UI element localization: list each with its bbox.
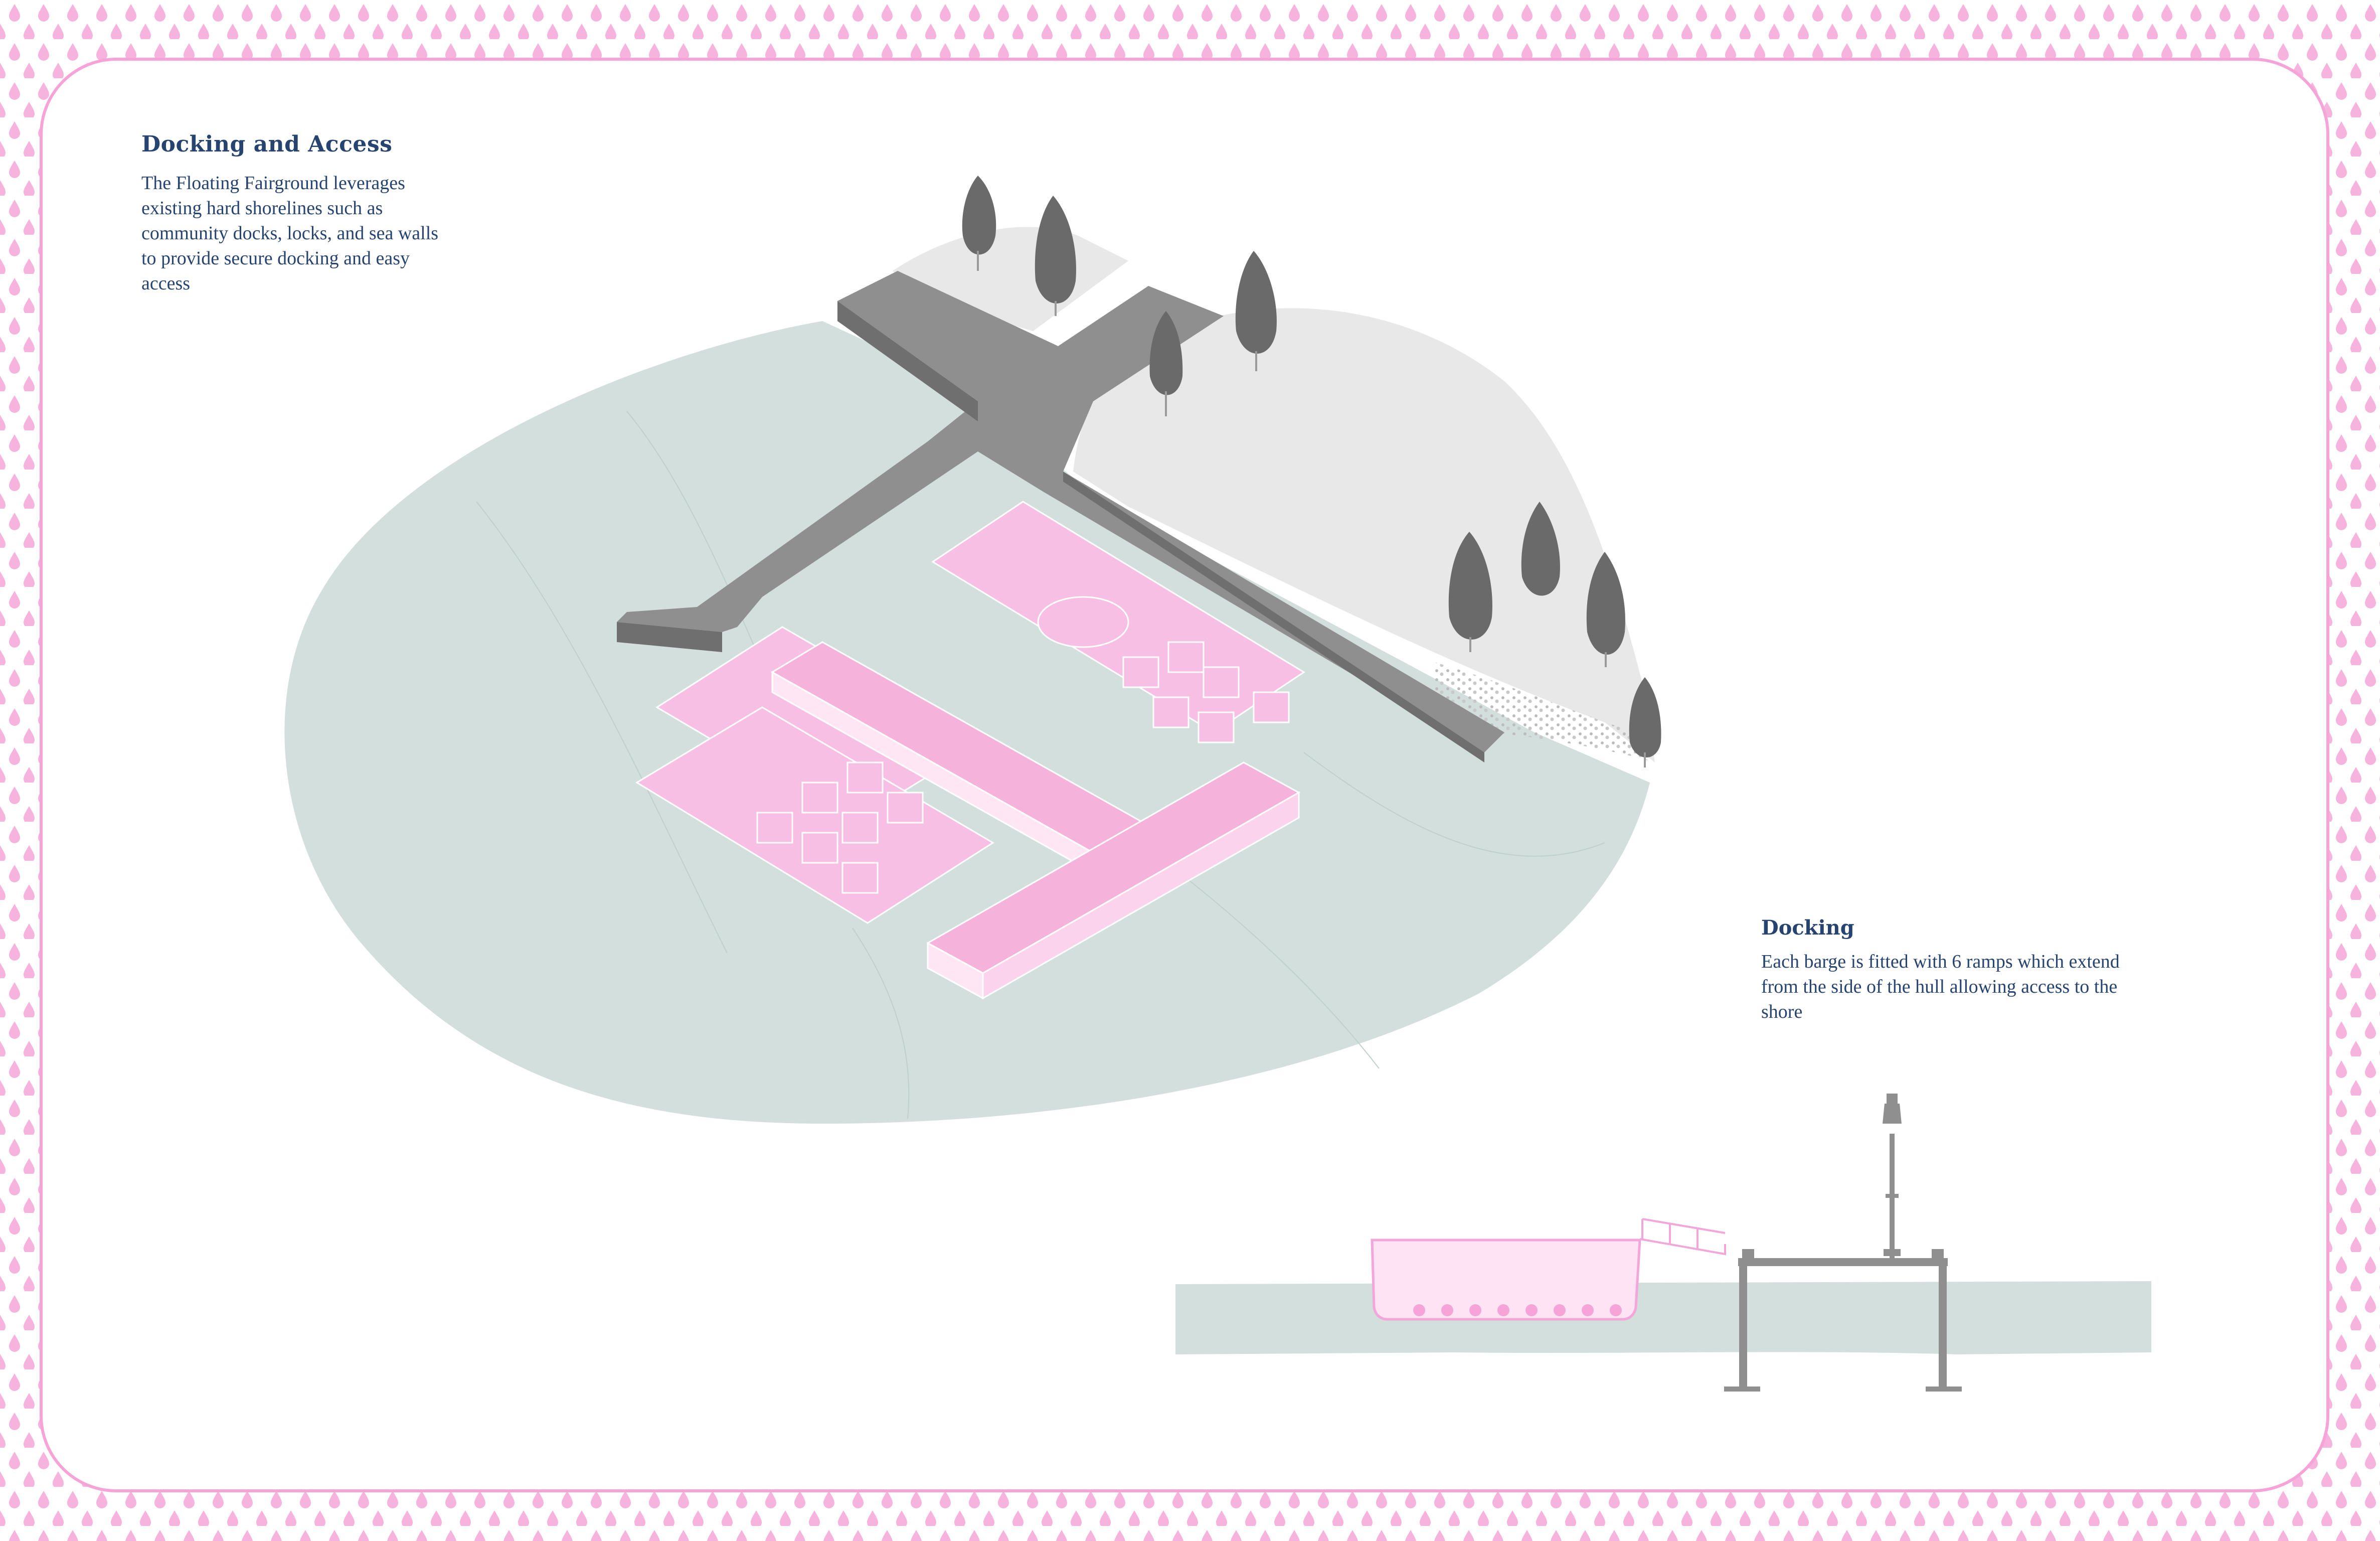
water-contours — [476, 411, 1605, 1119]
floating-fairground — [635, 501, 1305, 1000]
gray-dock — [617, 271, 1504, 762]
site-axonometric — [284, 176, 1661, 1124]
ramp — [1639, 1218, 1726, 1256]
barge-hull — [1371, 1239, 1641, 1321]
rocky-shore — [1434, 662, 1655, 762]
hull-portholes — [1413, 1304, 1622, 1316]
tree-icon — [962, 176, 1661, 767]
docking-section — [1175, 1094, 2151, 1392]
section-title-docking-access: Docking and Access — [141, 131, 393, 157]
section-title-docking: Docking — [1761, 916, 1854, 940]
pier — [1724, 1249, 1962, 1392]
section-body-docking-access: The Floating Fairground leverages existi… — [141, 173, 439, 294]
land-east — [1073, 308, 1655, 762]
section-water — [1175, 1281, 2151, 1354]
water-body — [284, 321, 1650, 1124]
section-body-docking: Each barge is fitted with 6 ramps which … — [1761, 951, 2120, 1022]
lamp-post-icon — [1883, 1094, 1902, 1259]
